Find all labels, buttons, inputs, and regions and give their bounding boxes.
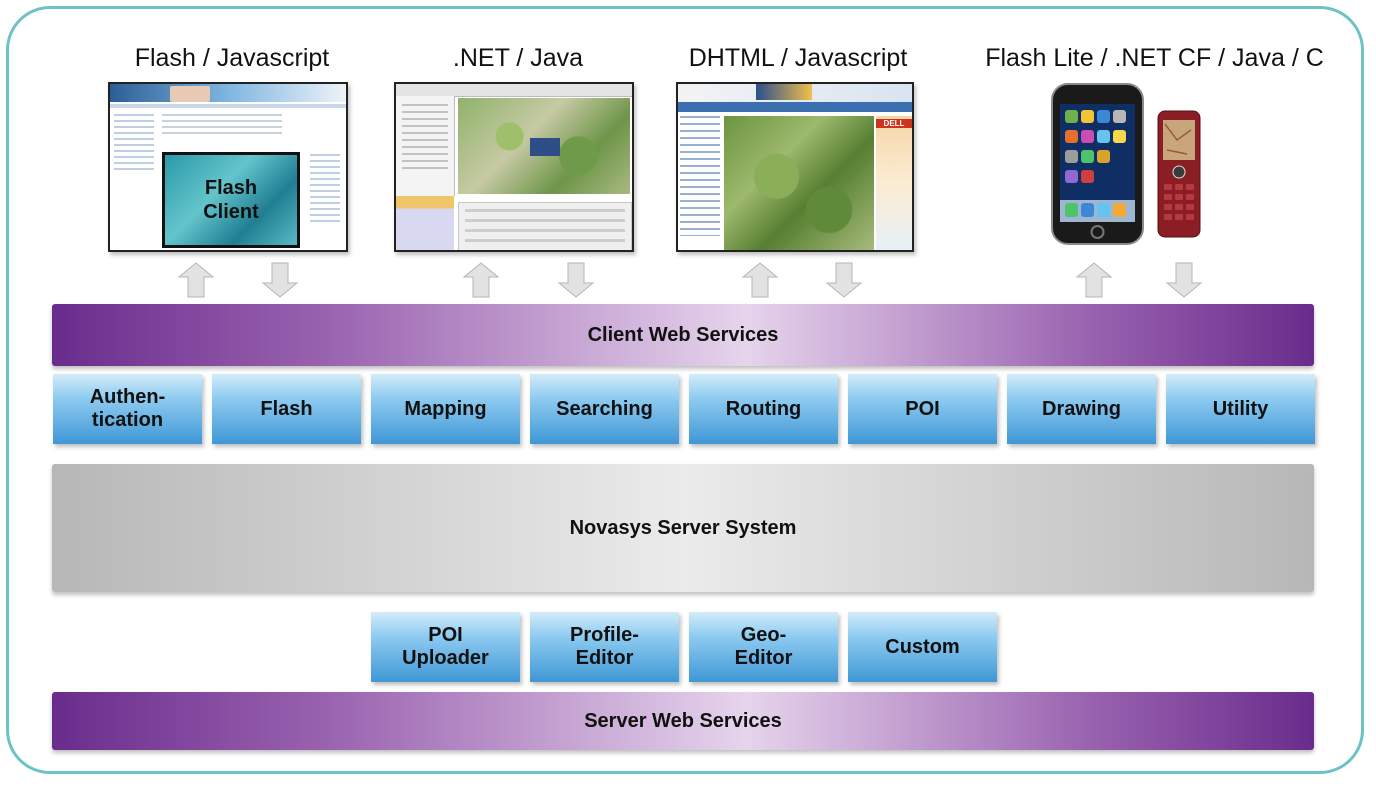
tool-profile-editor: Profile- Editor bbox=[530, 612, 679, 682]
tool-geo-editor: Geo- Editor bbox=[689, 612, 838, 682]
tool-label: Geo- Editor bbox=[734, 624, 793, 669]
client-label-mobile: Flash Lite / .NET CF / Java / C bbox=[985, 44, 1324, 72]
service-routing: Routing bbox=[689, 374, 838, 444]
server-web-services-label: Server Web Services bbox=[584, 709, 782, 732]
arrow-down-icon bbox=[1166, 262, 1202, 298]
dell-ad: DELL bbox=[876, 119, 912, 128]
arrow-up-icon bbox=[1076, 262, 1112, 298]
mobile-phone-image bbox=[1157, 110, 1201, 238]
arrow-down-icon bbox=[558, 262, 594, 298]
service-label: Authen- tication bbox=[89, 386, 166, 431]
diagram-frame bbox=[6, 6, 1364, 774]
service-mapping: Mapping bbox=[371, 374, 520, 444]
service-label: Flash bbox=[260, 397, 313, 420]
flash-client-box: Flash Client bbox=[162, 152, 300, 248]
server-system-label: Novasys Server System bbox=[569, 516, 797, 539]
client-label-dhtml-js: DHTML / Javascript bbox=[688, 44, 908, 72]
service-label: Routing bbox=[725, 397, 802, 420]
service-searching: Searching bbox=[530, 374, 679, 444]
arrow-up-icon bbox=[742, 262, 778, 298]
flash-client-screenshot: Flash Client bbox=[108, 82, 348, 252]
tool-label: Custom bbox=[885, 635, 960, 658]
dhtml-js-screenshot: DELL bbox=[676, 82, 914, 252]
client-web-services-band: Client Web Services bbox=[52, 304, 1314, 366]
service-label: Drawing bbox=[1042, 397, 1121, 420]
service-poi: POI bbox=[848, 374, 997, 444]
service-utility: Utility bbox=[1166, 374, 1315, 444]
tool-poi-uploader: POI Uploader bbox=[371, 612, 520, 682]
arrow-up-icon bbox=[463, 262, 499, 298]
service-label: POI bbox=[905, 397, 940, 420]
client-label-net-java: .NET / Java bbox=[452, 44, 584, 72]
arrow-down-icon bbox=[262, 262, 298, 298]
client-web-services-label: Client Web Services bbox=[587, 323, 779, 346]
service-label: Searching bbox=[556, 397, 653, 420]
novasys-server-system: Novasys Server System bbox=[52, 464, 1314, 592]
iphone-image bbox=[1051, 83, 1144, 245]
arrow-up-icon bbox=[178, 262, 214, 298]
service-label: Utility bbox=[1212, 397, 1269, 420]
tool-custom: Custom bbox=[848, 612, 997, 682]
flash-client-text: Flash Client bbox=[203, 177, 259, 223]
net-java-screenshot bbox=[394, 82, 634, 252]
service-drawing: Drawing bbox=[1007, 374, 1156, 444]
server-web-services-band: Server Web Services bbox=[52, 692, 1314, 750]
tool-label: Profile- Editor bbox=[570, 624, 639, 669]
service-label: Mapping bbox=[404, 397, 487, 420]
tool-label: POI Uploader bbox=[402, 624, 489, 669]
client-label-flash-js: Flash / Javascript bbox=[134, 44, 330, 72]
service-authentication: Authen- tication bbox=[53, 374, 202, 444]
service-flash: Flash bbox=[212, 374, 361, 444]
arrow-down-icon bbox=[826, 262, 862, 298]
